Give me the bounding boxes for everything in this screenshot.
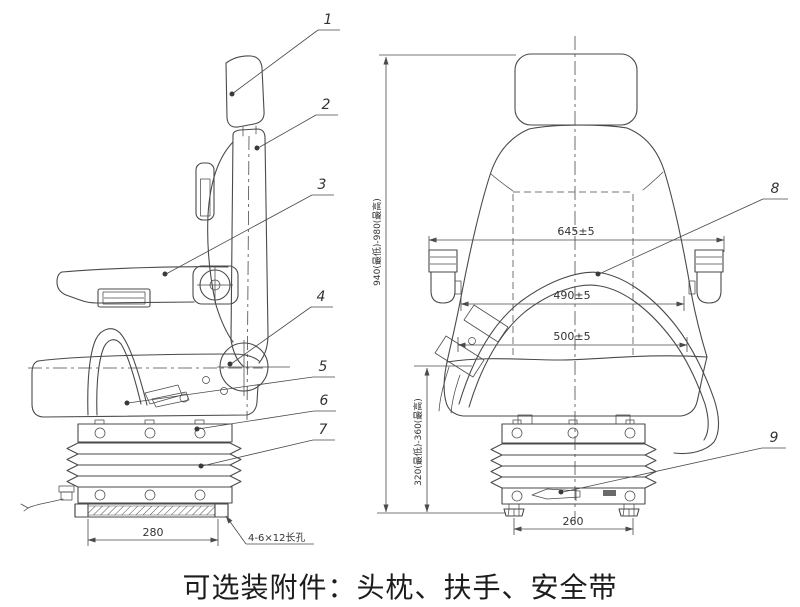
callout-4-label: 4 [317,289,326,305]
optional-accessories-caption: 可选装附件：头枕、扶手、安全带 [182,572,618,603]
callout-4: 4 [227,289,333,367]
dim-cushion-height-label: 320(最低)-360(最高) [412,398,424,486]
headrest-front-outline [514,53,638,126]
suspension-top-plate-front [501,419,646,444]
adjust-lever [531,488,581,500]
callout-7: 7 [198,422,335,469]
control-cable [20,498,64,512]
dimension-overall-height: 940(最低)-980(最高) [371,54,516,513]
callout-9: 9 [558,430,786,495]
headrest-posts [242,125,257,137]
callout-8-label: 8 [771,181,780,197]
dim-overall-width-label: 645±5 [557,225,594,238]
suspension-bottom-plate-side [20,485,233,512]
belt-buckle-side [144,384,183,405]
armrest-front-right [688,249,724,304]
mounting-note: 4-6×12长孔 [225,515,314,545]
backrest-cushion-bulge [207,141,234,343]
callout-3: 3 [162,177,334,277]
callout-1-label: 1 [324,12,333,28]
backrest-front-outline [446,124,708,363]
dim-cushion-width-label: 500±5 [553,330,590,343]
front-view [428,36,724,524]
dim-overall-height-label: 940(最低)-980(最高) [371,198,383,286]
callout-5: 5 [124,359,335,406]
dimension-260: 260 [513,515,634,535]
callout-3-label: 3 [318,177,327,193]
seat-engineering-drawing: 280 4-6×12长孔 940(最低)-980(最高) 320(最低)-360… [20,12,788,546]
dimension-cushion-height: 320(最低)-360(最高) [377,365,506,514]
dimension-500: 500±5 [457,330,688,352]
callout-8: 8 [595,181,788,277]
headrest-side-outline [225,55,265,128]
suspension-bellows-side [66,442,242,488]
valve-fitting [58,485,75,493]
callout-6: 6 [194,393,336,432]
callout-9-label: 9 [770,430,779,446]
backrest-side-left-edge [230,134,244,367]
suspension-bellows-front [490,443,657,489]
callout-5-label: 5 [319,359,328,375]
callout-2-label: 2 [322,97,331,113]
seat-belt-front [434,271,720,455]
seat-belt-side [87,328,190,416]
seat-cushion-side [28,353,263,418]
recliner-pivot [202,340,290,396]
dimension-490: 490±5 [460,289,685,311]
base-rail-side [74,503,229,518]
armrest-horizontal-side [56,265,239,308]
callout-7-label: 7 [319,422,328,438]
armrest-front-left [428,249,462,304]
dimension-645: 645±5 [428,225,725,252]
suspension-bottom-plate-front [501,487,646,505]
dimension-280: 280 [87,519,219,546]
mounting-feet [503,503,640,517]
callout-6-label: 6 [320,393,329,409]
dim-front-base-width-label: 260 [563,515,584,528]
armrest-stowed-side [195,162,215,221]
seat-cushion-front [443,355,708,425]
mounting-note-label: 4-6×12长孔 [248,532,305,544]
backrest-side-outline [232,128,269,364]
dim-inner-width-label: 490±5 [553,289,590,302]
callout-1: 1 [229,12,340,97]
suspension-top-plate-side [77,419,233,443]
backrest-centerline [246,135,250,421]
armrest-handle [97,288,151,308]
callout-2: 2 [254,97,338,151]
belt-buckle-front [463,304,509,343]
side-view [20,55,290,518]
dim-side-base-width-label: 280 [143,526,164,539]
